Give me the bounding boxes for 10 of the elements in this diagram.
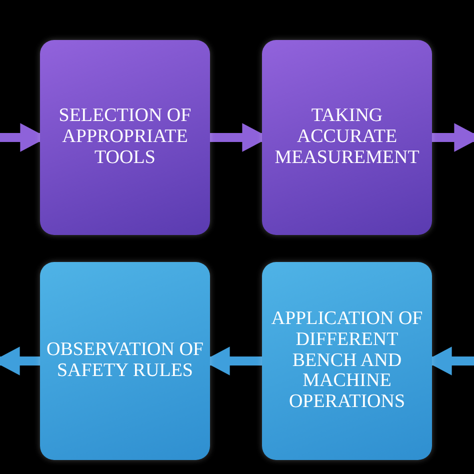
box-label: TAKING ACCURATE MEASUREMENT [274, 106, 420, 169]
process-box [262, 262, 432, 460]
process-box [40, 262, 210, 460]
process-box [262, 40, 432, 235]
box-label: SELECTION OF APPROPRIATE TOOLS [58, 106, 192, 169]
arrow [0, 346, 40, 376]
box-label: OBSERVATION OF SAFETY RULES [46, 340, 204, 382]
box-label: APPLICATION OF DIFFERENT BENCH AND MACHINE OPERATIONS [270, 308, 424, 414]
process-box [40, 40, 210, 235]
arrow [432, 123, 474, 152]
